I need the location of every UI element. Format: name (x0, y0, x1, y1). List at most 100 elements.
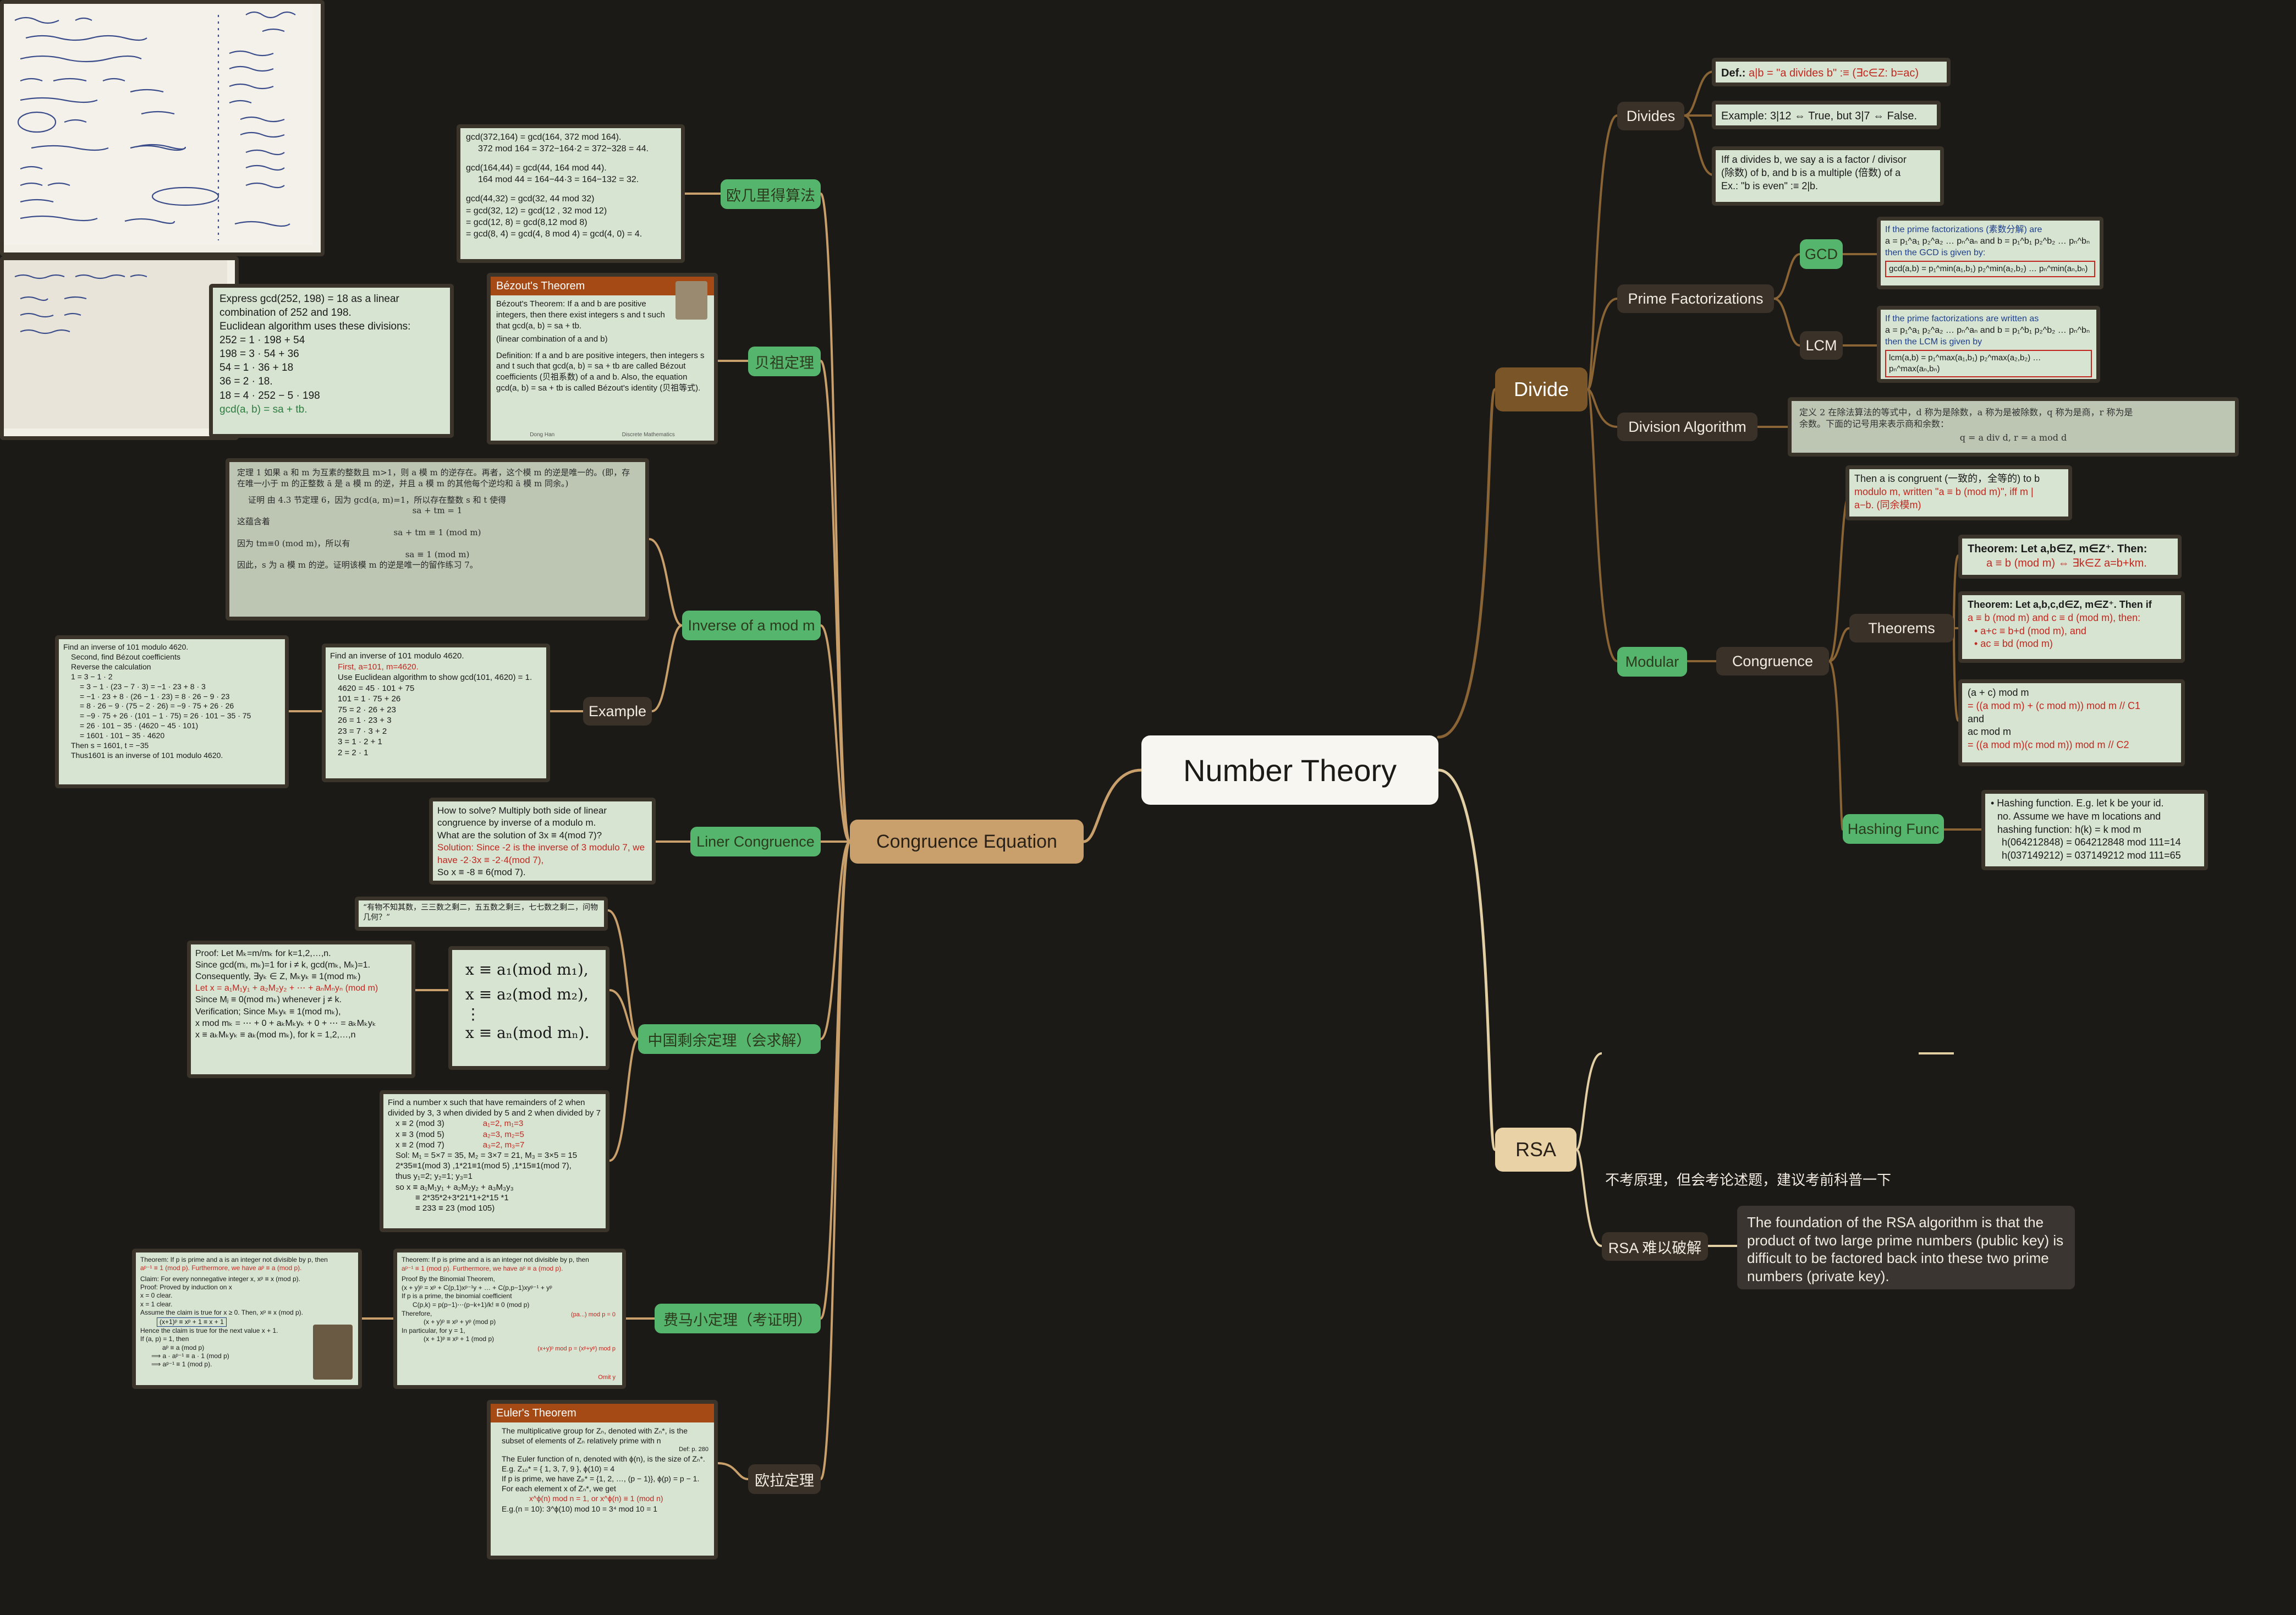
inverse-scan-line7: sa ≡ 1 (mod m) (405, 549, 470, 559)
congruence-theorem1-card: Theorem: Let a,b∈Z, m∈Z⁺. Then: a ≡ b (m… (1958, 535, 2182, 579)
rsa-handwritten-notes-photo (0, 0, 325, 256)
modular-topic[interactable]: Modular (1617, 647, 1687, 677)
euclid-line1: gcd(372,164) = gcd(164, 372 mod 164). (466, 133, 622, 142)
divide-topic-label: Divide (1513, 378, 1569, 400)
lcm-topic[interactable]: LCM (1800, 331, 1843, 360)
rsa-hard-topic[interactable]: RSA 难以破解 (1602, 1232, 1708, 1261)
fermat-b-line2: aᵖ⁻¹ ≡ 1 (mod p). Furthermore, we have a… (402, 1264, 563, 1272)
bezout-example-card: Express gcd(252, 198) = 18 as a linear c… (209, 284, 454, 438)
congruence-equation-topic[interactable]: Congruence Equation (850, 820, 1084, 864)
bezout-slide-title-text: Bézout's Theorem (496, 280, 585, 292)
inverse-exA-line8: = −9 · 75 + 26 · (101 − 1 · 75) = 26 · 1… (80, 711, 251, 721)
crt-poem-text: “有物不知其数，三三数之剩二，五五数之剩三，七七数之剩二，问物几何？” (363, 903, 598, 922)
euclid-line6: = gcd(32, 12) = gcd(12 , 32 mod 12) (466, 206, 607, 216)
division-algorithm-card: 定义 2 在除法算法的等式中，d 称为是除数，a 称为是被除数，q 称为是商，r… (1788, 397, 2239, 457)
fermat-a-line2: aᵖ⁻¹ ≡ 1 (mod p). Furthermore, we have a… (140, 1264, 302, 1272)
euler-topic[interactable]: 欧拉定理 (748, 1464, 821, 1494)
inverse-scan-line8: 因此，s 为 a 模 m 的逆。证明该模 m 的逆是唯一的留作练习 7。 (237, 560, 478, 570)
hash-line2: no. Assume we have m locations and (1997, 810, 2161, 822)
theorems-topic[interactable]: Theorems (1849, 614, 1954, 642)
congruence-theorem2-card: Theorem: Let a,b,c,d∈Z, m∈Z⁺. Then if a … (1958, 591, 2185, 663)
fermat-a-line5: x = 0 clear. (140, 1292, 173, 1300)
inverse-exA-line3: Reverse the calculation (71, 662, 151, 671)
bezout-ex-line1: Express gcd(252, 198) = 18 as a linear c… (219, 293, 399, 319)
inverse-theorem-scan: 定理 1 如果 a 和 m 为互素的整数且 m>1，则 a 模 m 的逆存在。再… (226, 458, 649, 620)
bezout-ex-line5: 54 = 1 · 36 + 18 (219, 362, 294, 374)
central-topic[interactable]: Number Theory (1141, 735, 1438, 805)
inverse-example-topic[interactable]: Example (583, 697, 652, 726)
rsa-topic[interactable]: RSA (1495, 1128, 1577, 1172)
crt-topic[interactable]: 中国剩余定理（会求解） (638, 1024, 821, 1054)
divides-definition-card: Def.: a|b = "a divides b" :≡ (∃c∈Z: b=ac… (1712, 58, 1951, 86)
fermat-b-line1: Theorem: If p is prime and a is an integ… (402, 1256, 589, 1264)
lcm-line2: a = p₁^a₁ p₂^a₂ … pₙ^aₙ and b = p₁^b₁ p₂… (1885, 326, 2090, 336)
divides-topic[interactable]: Divides (1617, 102, 1684, 130)
euclid-topic[interactable]: 欧几里得算法 (721, 179, 821, 209)
inverse-exB-line1: Find an inverse of 101 modulo 4620. (330, 651, 464, 661)
bezout-footer-course: Discrete Mathematics (622, 431, 675, 438)
crt-system-line1: x ≡ a₁(mod m₁), (465, 960, 589, 979)
gcd-topic[interactable]: GCD (1800, 239, 1843, 269)
crt-ex-line4-note: a₃=2, m₃=7 (482, 1140, 525, 1150)
hashing-func-label: Hashing Func (1847, 820, 1940, 837)
bezout-topic[interactable]: 贝祖定理 (748, 347, 821, 376)
bezout-ex-line2: Euclidean algorithm uses these divisions… (219, 321, 411, 333)
fermat-topic[interactable]: 费马小定理（考证明） (655, 1304, 821, 1333)
crt-system-line2: x ≡ a₂(mod m₂), (465, 985, 589, 1003)
divides-factor-card: Iff a divides b, we say a is a factor / … (1712, 146, 1944, 206)
link-central-cong (1082, 768, 1143, 843)
congruence-topic[interactable]: Congruence (1716, 647, 1829, 675)
division-algo-line1: 定义 2 在除法算法的等式中，d 称为是除数，a 称为是被除数，q 称为是商，r… (1799, 407, 2133, 418)
fermat-b-line7: Therefore, (402, 1309, 432, 1317)
inverse-exA-line1: Find an inverse of 101 modulo 4620. (63, 642, 189, 651)
theorem2-line1: Theorem: Let a,b,c,d∈Z, m∈Z⁺. Then if (1968, 599, 2152, 610)
crt-ex-line6: 2*35≡1(mod 3) ,1*21≡1(mod 5) ,1*15≡1(mod… (396, 1161, 572, 1171)
bezout-slide-line1: Bézout's Theorem: If a and b are positiv… (496, 299, 665, 331)
crt-ex-line1: Find a number x such that have remainder… (388, 1098, 601, 1118)
linear-congruence-topic[interactable]: Liner Congruence (690, 827, 821, 856)
bezout-ex-line8: gcd(a, b) = sa + tb. (219, 403, 307, 415)
inverse-topic[interactable]: Inverse of a mod m (682, 611, 821, 640)
divides-example-card: Example: 3|12 ⇔ True, but 3|7 ⇔ False. (1712, 101, 1941, 129)
crt-ex-line2-note: a₁=2, m₁=3 (482, 1119, 524, 1129)
prime-factorizations-topic[interactable]: Prime Factorizations (1617, 284, 1774, 313)
theorem3-line2: = ((a mod m) + (c mod m)) mod m // C1 (1968, 700, 2141, 711)
inverse-example-bezout-card: Find an inverse of 101 modulo 4620. Seco… (55, 635, 289, 788)
inverse-exB-line2: First, a=101, m=4620. (338, 662, 419, 672)
congruence-def-line2: modulo m, written "a ≡ b (mod m)", iff m… (1854, 486, 2034, 497)
bezout-ex-line3: 252 = 1 · 198 + 54 (219, 334, 305, 347)
euclid-line7: = gcd(12, 8) = gcd(8,12 mod 8) (466, 217, 587, 227)
lcm-line1: If the prime factorizations are written … (1885, 314, 2039, 323)
division-algo-line2: 余数。下面的记号用来表示商和余数： (1799, 419, 1949, 430)
inverse-exB-line9: 3 = 1 · 2 + 1 (338, 737, 382, 746)
crt-proof-line3: Consequently, ∃yₖ ∈ Z, Mₖyₖ ≡ 1(mod mₖ) (195, 972, 361, 982)
link-central-divide (1437, 388, 1497, 739)
crt-proof-line6: Verification; Since Mₖyₖ ≡ 1(mod mₖ), (195, 1007, 341, 1017)
linear-line2: What are the solution of 3x ≡ 4(mod 7)? (437, 830, 602, 841)
crt-ex-line9: ≡ 2*35*2+3*21*1+2*15 *1 (415, 1193, 509, 1202)
inverse-scan-line2: 证明 由 4.3 节定理 6，因为 gcd(a, m)=1，所以存在整数 s 和… (248, 495, 507, 505)
divide-topic[interactable]: Divide (1495, 367, 1588, 411)
rsa-label: RSA (1515, 1138, 1557, 1161)
congruence-def-line1: Then a is congruent (一致的，全等的) to b (1854, 473, 2040, 484)
linear-line3: Solution: Since -2 is the inverse of 3 m… (437, 842, 645, 865)
euler-line5: x^ϕ(n) mod n = 1, or x^ϕ(n) ≡ 1 (mod n) (529, 1494, 663, 1503)
euclid-line8: = gcd(8, 4) = gcd(4, 8 mod 4) = gcd(4, 0… (466, 229, 642, 239)
crt-system-line3: ⋮ (465, 1004, 481, 1023)
gcd-card: If the prime factorizations (素数分解) are a… (1877, 217, 2103, 289)
inverse-scan-line4: 这蕴含着 (237, 517, 271, 527)
congruence-equation-label: Congruence Equation (876, 831, 1057, 852)
inverse-exA-line12: Thus1601 is an inverse of 101 modulo 462… (71, 750, 223, 760)
fermat-b-note1: (pa...) mod p = 0 (570, 1311, 616, 1318)
division-algorithm-topic[interactable]: Division Algorithm (1617, 413, 1757, 441)
inverse-label: Inverse of a mod m (688, 617, 815, 634)
fermat-b-line4: (x + y)ᵖ = xᵖ + C(p,1)xᵖ⁻¹y + … + C(p,p−… (402, 1283, 552, 1292)
hashing-func-topic[interactable]: Hashing Func (1843, 814, 1944, 844)
fermat-b-note3: Omit y (598, 1374, 616, 1381)
euler-line6: E.g.(n = 10): 3^ϕ(10) mod 10 = 3⁴ mod 10… (502, 1504, 658, 1513)
link-central-rsa (1437, 768, 1497, 1151)
fermat-portrait (313, 1325, 353, 1380)
fermat-b-line9: In particular, for y = 1, (402, 1326, 465, 1334)
euler-line2: The Euler function of n, denoted with ϕ(… (502, 1454, 705, 1473)
